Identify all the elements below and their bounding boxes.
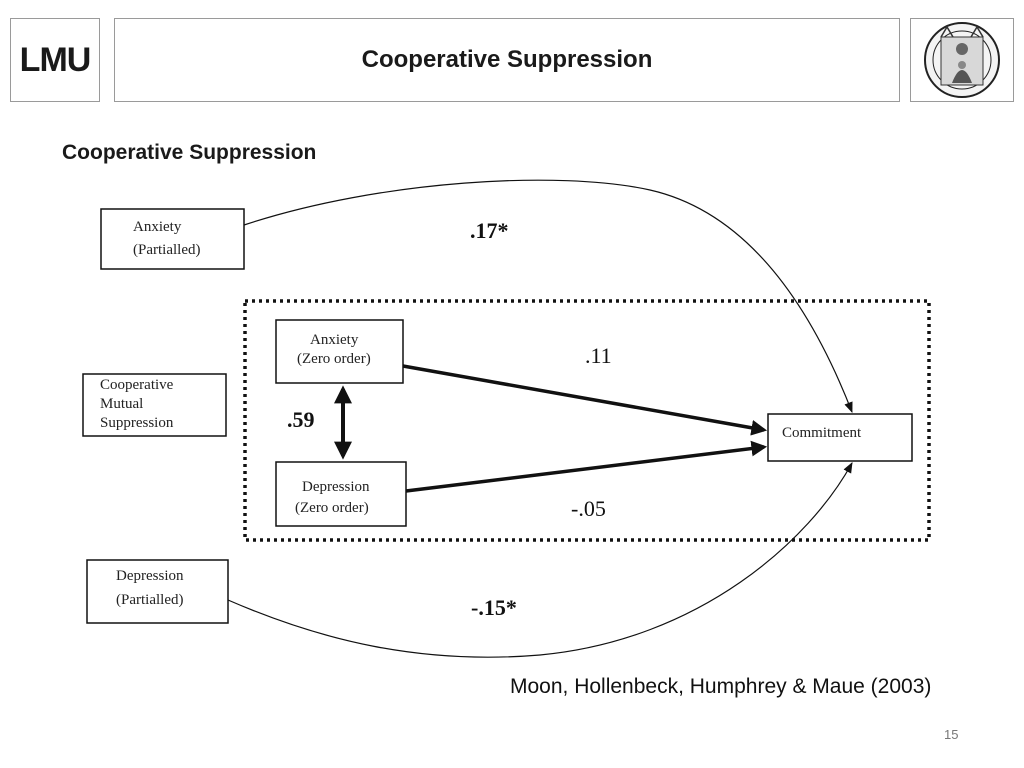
path-depression-zero-to-commitment	[405, 440, 768, 493]
seal-icon	[924, 22, 1000, 98]
box-depression-zero-order: Depression (Zero order)	[275, 461, 407, 527]
coef-depression-partialled: -.15*	[471, 595, 517, 620]
box-label-line: Depression	[302, 479, 370, 495]
box-label-line: (Zero order)	[295, 500, 369, 516]
box-anxiety-zero-order: Anxiety (Zero order)	[275, 319, 404, 384]
box-anxiety-partialled: Anxiety (Partialled)	[100, 208, 245, 270]
box-cooperative-mutual-suppression: Cooperative Mutual Suppression	[82, 373, 227, 437]
box-label-line: (Partialled)	[133, 242, 200, 258]
box-label-line: (Zero order)	[297, 351, 371, 367]
box-label-line: Depression	[116, 568, 184, 584]
box-label-line: Cooperative	[100, 377, 174, 393]
university-seal	[910, 18, 1014, 102]
box-label-line: Anxiety	[133, 219, 182, 235]
box-label-line: Suppression	[100, 415, 174, 431]
coef-anxiety-partialled: .17*	[470, 218, 509, 243]
lmu-logo: LMU	[10, 18, 100, 102]
slide-subtitle: Cooperative Suppression	[62, 141, 317, 164]
page-title: Cooperative Suppression	[361, 46, 653, 73]
coef-correlation: .59	[287, 407, 315, 432]
path-anxiety-partialled-to-commitment	[243, 179, 853, 414]
path-depression-partialled-to-commitment	[227, 462, 853, 658]
coef-depression-zero: -.05	[571, 496, 606, 521]
box-label-line: Mutual	[100, 396, 143, 412]
path-anxiety-zero-to-commitment	[402, 364, 768, 436]
box-commitment: Commitment	[767, 413, 913, 462]
box-label-line: Anxiety	[310, 332, 359, 348]
page-number: 15	[944, 727, 959, 742]
citation: Moon, Hollenbeck, Humphrey & Maue (2003)	[510, 675, 932, 698]
box-depression-partialled: Depression (Partialled)	[86, 559, 229, 624]
box-label-line: (Partialled)	[116, 592, 183, 608]
title-bar: Cooperative Suppression	[114, 18, 900, 102]
coef-anxiety-zero: .11	[585, 343, 612, 368]
box-label: Commitment	[782, 425, 862, 441]
lmu-logo-text: LMU	[19, 40, 92, 79]
